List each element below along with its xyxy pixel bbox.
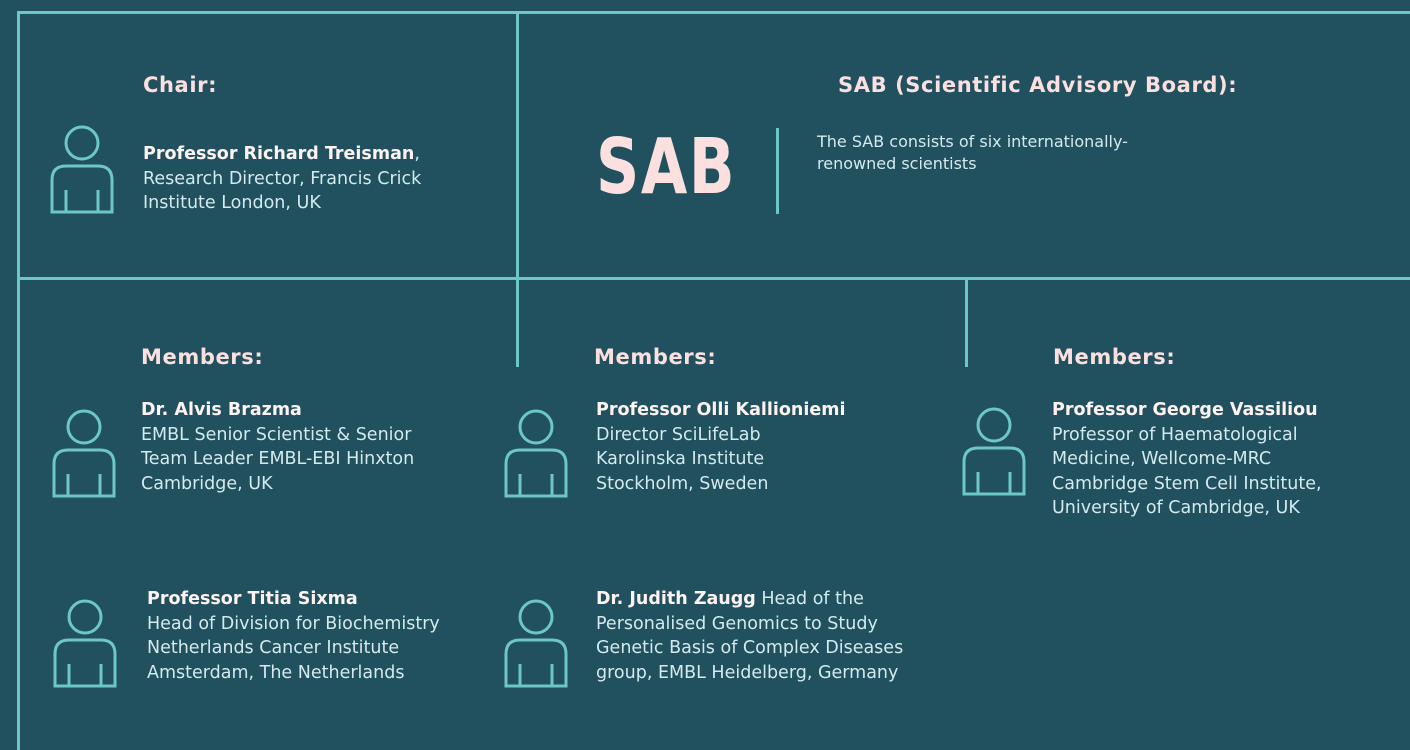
member-detail-line: Personalised Genomics to Study	[596, 613, 878, 634]
sab-description-line: renowned scientists	[817, 154, 977, 173]
member-name: Professor Olli Kallioniemi	[596, 400, 846, 420]
row-divider-line	[17, 277, 1410, 280]
sab-heading: SAB (Scientific Advisory Board):	[838, 73, 1238, 97]
person-outline-icon	[48, 124, 116, 216]
frame-top-line	[17, 11, 1410, 14]
member-name: Professor Titia Sixma	[147, 589, 358, 609]
member-name: Dr. Alvis Brazma	[141, 400, 302, 420]
members-heading: Members:	[141, 345, 264, 369]
chair-name: Professor Richard Treisman	[143, 144, 415, 164]
sab-separator-line	[776, 128, 779, 214]
sab-logo: SAB	[596, 123, 737, 212]
member-detail-line: Head of Division for Biochemistry	[147, 613, 440, 634]
sab-description-line: The SAB consists of six internationally-	[817, 132, 1128, 151]
person-outline-icon	[960, 406, 1028, 498]
members-divider-line-1	[516, 279, 519, 367]
members-heading: Members:	[1053, 345, 1176, 369]
member-detail-line: Genetic Basis of Complex Diseases	[596, 638, 904, 658]
member-detail-line: Director SciLifeLab	[596, 424, 761, 445]
member-card: Dr. Judith Zaugg Head of the Personalise…	[596, 587, 903, 685]
chair-name-line: Professor Richard Treisman,	[143, 142, 421, 167]
sab-description: The SAB consists of six internationally-…	[817, 131, 1128, 175]
member-detail-line: EMBL Senior Scientist & Senior	[141, 424, 412, 445]
chair-heading: Chair:	[143, 73, 218, 97]
member-name-suffix: Head of the	[755, 589, 864, 609]
member-card: Professor Olli Kallioniemi Director SciL…	[596, 398, 845, 496]
member-detail-line: Medicine, Wellcome-MRC	[1052, 449, 1272, 469]
chair-name-comma: ,	[414, 144, 420, 164]
chair-detail-line: Institute London, UK	[143, 193, 321, 213]
member-detail-line: Team Leader EMBL-EBI Hinxton	[141, 449, 415, 469]
person-outline-icon	[50, 408, 118, 500]
member-detail-line: Cambridge Stem Cell Institute,	[1052, 473, 1322, 494]
person-outline-icon	[502, 598, 570, 690]
member-detail-line: University of Cambridge, UK	[1052, 498, 1300, 518]
member-card: Professor Titia Sixma Head of Division f…	[147, 587, 440, 685]
frame-left-line	[17, 11, 20, 750]
top-divider-line	[516, 11, 519, 279]
member-detail-line: group, EMBL Heidelberg, Germany	[596, 662, 899, 683]
member-name-line: Dr. Judith Zaugg Head of the	[596, 587, 903, 612]
member-card: Dr. Alvis Brazma EMBL Senior Scientist &…	[141, 398, 414, 496]
chair-person: Professor Richard Treisman, Research Dir…	[143, 142, 421, 216]
member-card: Professor George Vassiliou Professor of …	[1052, 398, 1322, 521]
member-detail-line: Professor of Haematological	[1052, 424, 1298, 445]
member-detail-line: Karolinska Institute	[596, 449, 765, 469]
members-heading: Members:	[594, 345, 717, 369]
person-outline-icon	[502, 408, 570, 500]
member-detail-line: Netherlands Cancer Institute	[147, 638, 400, 658]
member-detail-line: Cambridge, UK	[141, 473, 273, 494]
member-name: Dr. Judith Zaugg	[596, 589, 756, 609]
chair-detail-line: Research Director, Francis Crick	[143, 168, 422, 189]
members-divider-line-2	[965, 279, 968, 367]
member-name: Professor George Vassiliou	[1052, 400, 1318, 420]
person-outline-icon	[51, 598, 119, 690]
member-detail-line: Stockholm, Sweden	[596, 473, 769, 494]
member-detail-line: Amsterdam, The Netherlands	[147, 662, 405, 683]
